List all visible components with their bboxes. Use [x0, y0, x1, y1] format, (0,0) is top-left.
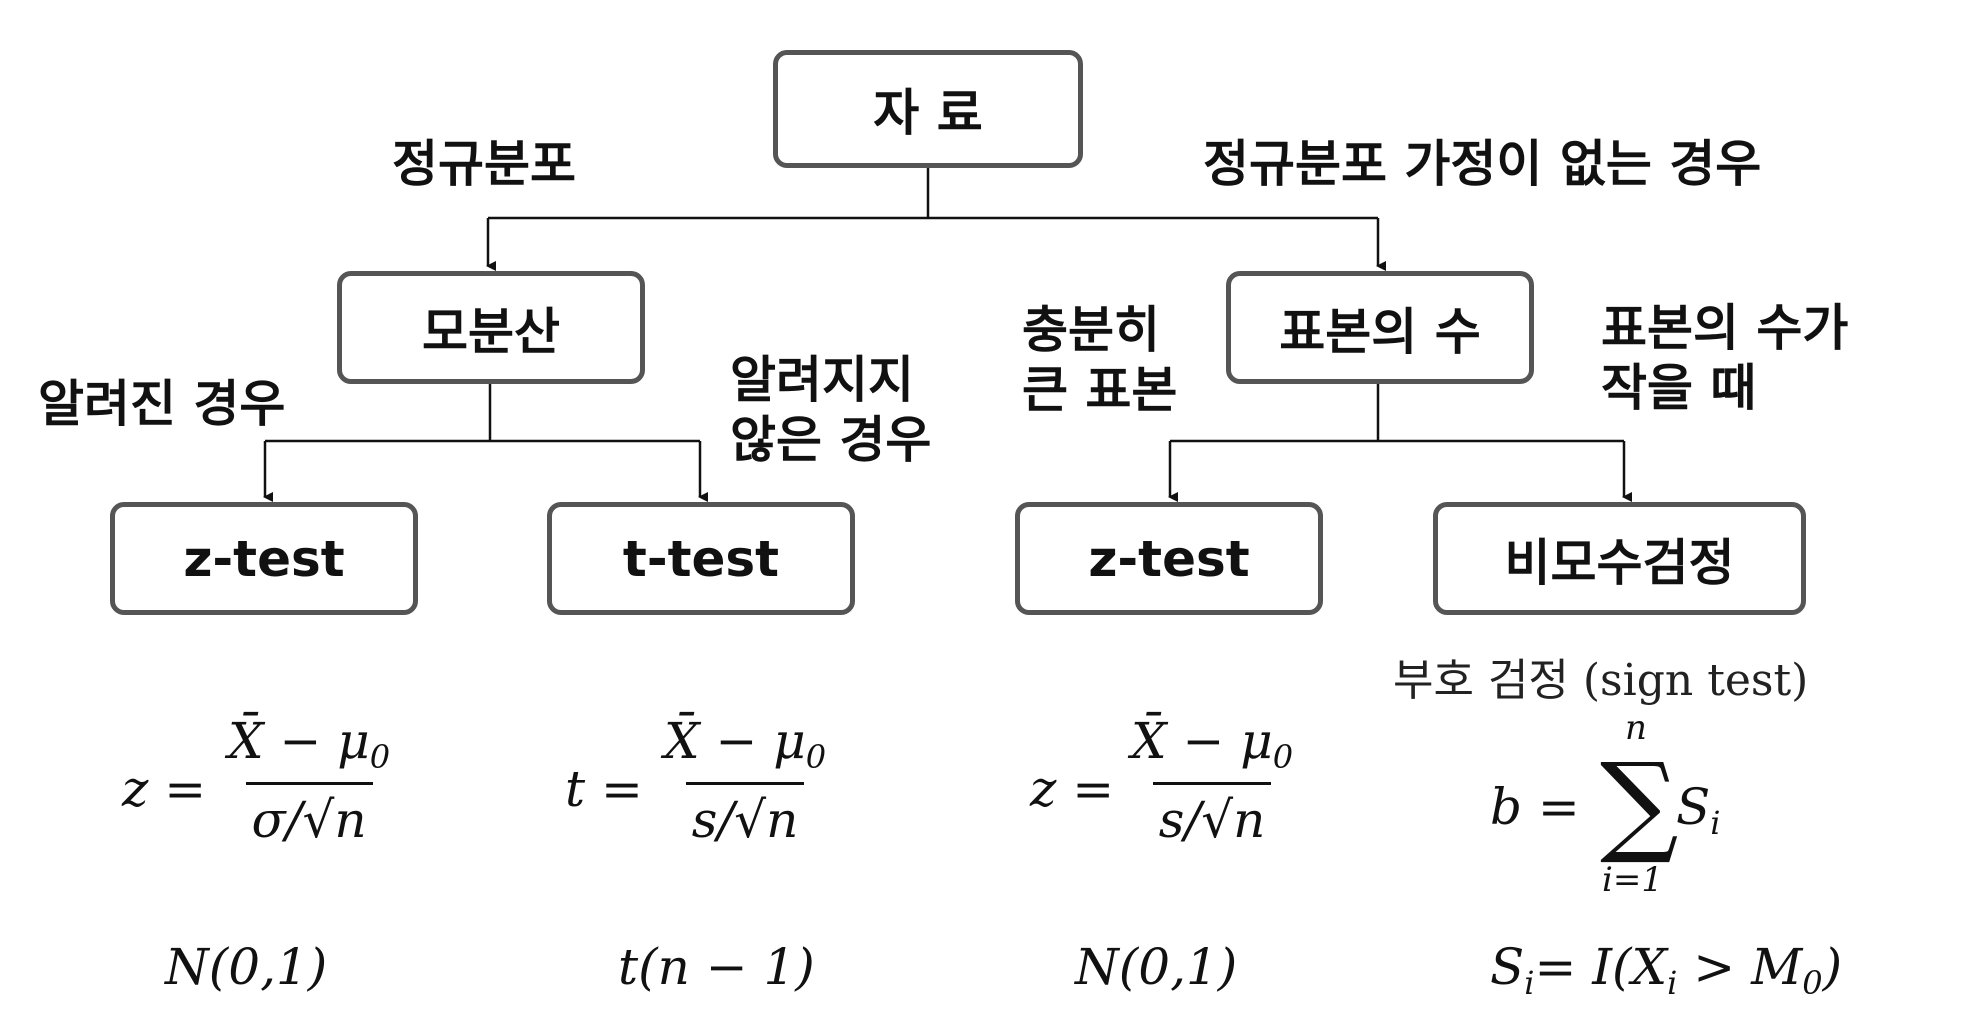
formula-t-denominator: s/√n — [685, 782, 805, 849]
node-nonparametric: 비모수검정 — [1433, 502, 1806, 615]
dist-sign-indicator: Si= I(Xi > M0) — [1490, 938, 1843, 1002]
formula-z-large-fraction: X̄ − μ0 s/√n — [1131, 712, 1294, 849]
formula-t-fraction: X̄ − μ0 s/√n — [664, 712, 827, 849]
formula-z-known-lhs: z = — [122, 760, 207, 818]
node-sample-size: 표본의 수 — [1226, 271, 1534, 384]
node-z-test-known: z-test — [110, 502, 418, 615]
formula-t-lhs: t = — [565, 760, 643, 818]
node-t-test: t-test — [547, 502, 855, 615]
node-data: 자 료 — [773, 50, 1083, 168]
formula-z-known-denominator: σ/√n — [245, 782, 373, 849]
dist-t: t(n − 1) — [618, 938, 815, 996]
formula-z-known-numerator: X̄ − μ — [228, 712, 370, 770]
sign-test-label: 부호 검정 (sign test) — [1393, 655, 1809, 706]
formula-sign-term: Si — [1676, 778, 1721, 842]
formula-z-large-denominator: s/√n — [1152, 782, 1272, 849]
label-normal: 정규분포 — [392, 135, 576, 193]
node-z-test-large: z-test — [1015, 502, 1323, 615]
dist-z-known: N(0,1) — [165, 938, 328, 996]
formula-t-numerator: X̄ − μ — [664, 712, 806, 770]
formula-sign-sum-top: n — [1625, 708, 1647, 748]
label-small-sample: 표본의 수가 작을 때 — [1601, 299, 1849, 417]
label-known: 알려진 경우 — [38, 375, 286, 433]
formula-z-large-numerator: X̄ − μ — [1131, 712, 1273, 770]
node-population-variance: 모분산 — [337, 271, 645, 384]
formula-z-known-fraction: X̄ − μ0 σ/√n — [228, 712, 391, 849]
label-large-sample: 충분히 큰 표본 — [1022, 301, 1178, 419]
formula-z-large-lhs: z = — [1030, 760, 1115, 818]
label-unknown: 알려지지 않은 경우 — [730, 351, 932, 469]
dist-z-large: N(0,1) — [1075, 938, 1238, 996]
label-no-normal: 정규분포 가정이 없는 경우 — [1203, 135, 1762, 193]
formula-sign-sum-bottom: i=1 — [1602, 860, 1663, 900]
formula-sign-sigma: ∑ — [1600, 739, 1679, 867]
formula-sign-lhs: b = — [1490, 778, 1580, 836]
